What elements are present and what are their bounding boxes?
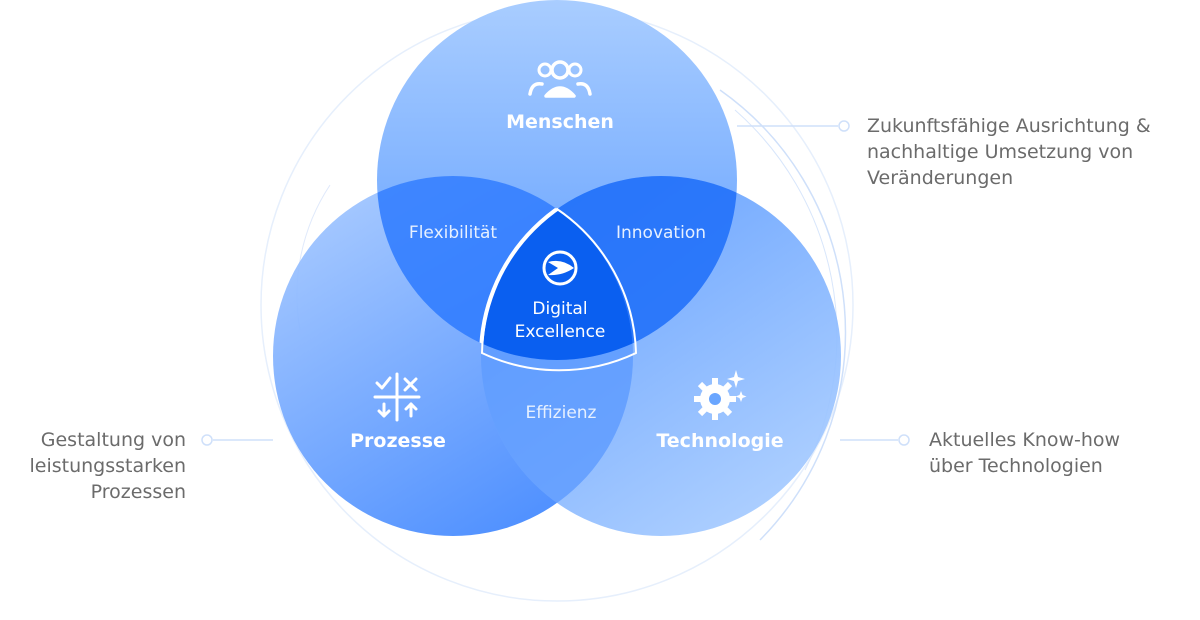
callout-right-top-line-1: Zukunftsfähige Ausrichtung & bbox=[867, 115, 1151, 137]
center-line-1: Digital bbox=[532, 299, 587, 319]
label-effizienz: Effizienz bbox=[526, 403, 597, 423]
connector-left bbox=[201, 434, 273, 446]
callout-left-line-2: leistungsstarken bbox=[29, 455, 187, 477]
center-outline bbox=[480, 207, 638, 372]
callout-left: Gestaltung von leistungsstarken Prozesse… bbox=[0, 427, 187, 505]
gear-sparkle-icon bbox=[694, 370, 747, 420]
callout-right-bottom-line-2: über Technologien bbox=[929, 455, 1103, 477]
callout-right-top-line-2: nachhaltige Umsetzung von bbox=[867, 141, 1134, 163]
callout-left-line-3: Prozessen bbox=[90, 481, 186, 503]
label-prozesse: Prozesse bbox=[350, 430, 446, 452]
center-line-2: Excellence bbox=[515, 322, 606, 342]
connector-right-top bbox=[737, 120, 850, 132]
label-innovation: Innovation bbox=[616, 223, 706, 243]
callout-right-top-line-3: Veränderungen bbox=[867, 167, 1014, 189]
label-technologie: Technologie bbox=[656, 430, 783, 452]
logo-icon bbox=[542, 250, 578, 286]
connector-right-bottom bbox=[840, 434, 910, 446]
callout-right-top: Zukunftsfähige Ausrichtung & nachhaltige… bbox=[867, 113, 1151, 191]
process-arrows-icon bbox=[373, 372, 421, 422]
callout-right-bottom-line-1: Aktuelles Know-how bbox=[929, 429, 1121, 451]
callout-right-bottom: Aktuelles Know-how über Technologien bbox=[929, 427, 1120, 479]
people-icon bbox=[528, 60, 592, 98]
label-flexibilitaet: Flexibilität bbox=[409, 223, 497, 243]
label-menschen: Menschen bbox=[506, 111, 614, 133]
callout-left-line-1: Gestaltung von bbox=[40, 429, 186, 451]
